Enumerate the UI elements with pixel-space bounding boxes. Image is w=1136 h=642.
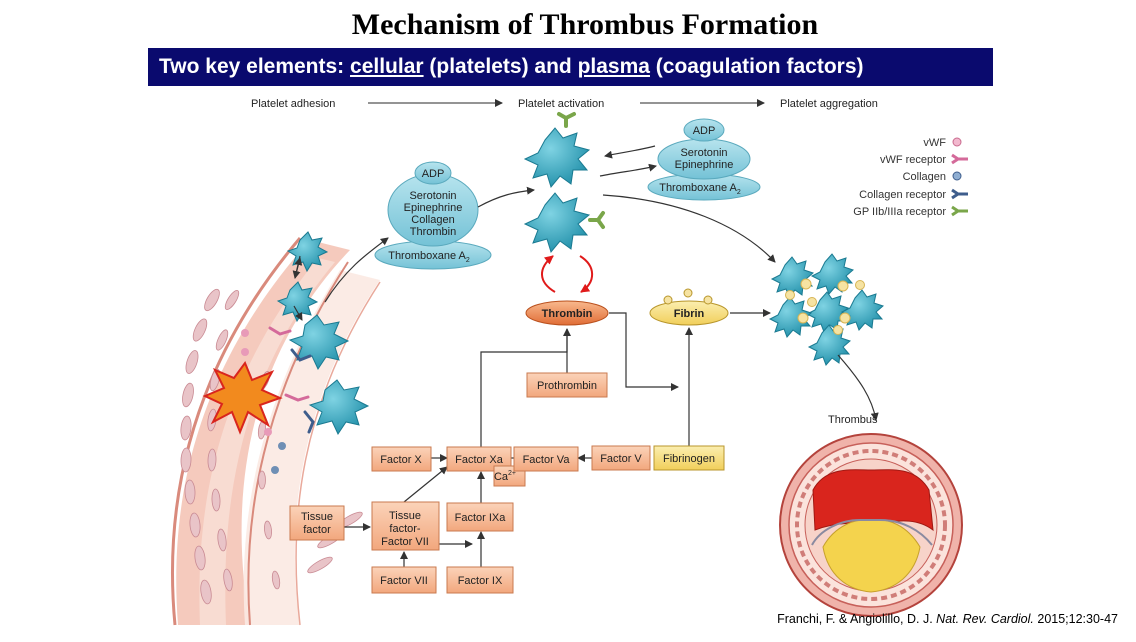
slide-title: Mechanism of Thrombus Formation — [351, 8, 819, 41]
thrombus-label: Thrombus — [828, 414, 878, 426]
svg-text:Fibrinogen: Fibrinogen — [663, 453, 715, 465]
svg-text:Tissue: Tissue — [389, 510, 421, 522]
mediator-left-thromboxane: Thromboxane A2 — [388, 250, 470, 264]
stage-activation: Platelet activation — [518, 98, 604, 110]
coagulation-factors: Prothrombin Factor X Factor Xa Ca2+ Fact… — [289, 372, 725, 594]
svg-text:Factor Va: Factor Va — [523, 454, 571, 466]
svg-text:Factor IX: Factor IX — [458, 575, 503, 587]
vwf-receptor-icon — [951, 153, 968, 165]
tissue-factor-vii-box: Tissue factor- Factor VII — [371, 501, 440, 551]
legend-collagen-receptor: Collagen receptor — [859, 189, 946, 201]
svg-text:Factor VII: Factor VII — [380, 575, 428, 587]
mediator-right-serotonin: Serotonin — [680, 147, 727, 159]
thrombin-node: Thrombin — [525, 300, 609, 326]
factor-ixa-box: Factor IXa — [446, 502, 514, 532]
banner-term-cellular: cellular — [350, 55, 424, 78]
mediator-left-epinephrine: Epinephrine — [404, 202, 463, 214]
svg-text:Factor V: Factor V — [600, 453, 642, 465]
legend-collagen: Collagen — [903, 171, 946, 183]
legend-vwf: vWF — [923, 137, 946, 149]
banner-mid: (platelets) and — [423, 55, 578, 78]
fibrin-node: Fibrin — [649, 288, 729, 326]
mediator-left-adp: ADP — [422, 168, 445, 180]
fibrinogen-box: Fibrinogen — [653, 445, 725, 471]
svg-text:Factor Xa: Factor Xa — [455, 454, 504, 466]
vessel-injury-icon — [202, 360, 283, 435]
legend-gp-receptor: GP IIb/IIIa receptor — [853, 206, 946, 218]
svg-text:Factor IXa: Factor IXa — [455, 512, 507, 524]
svg-text:factor-: factor- — [389, 523, 421, 535]
citation-ref: 2015;12:30-47 — [1033, 612, 1118, 626]
stage-aggregation: Platelet aggregation — [780, 98, 878, 110]
factor-vii-box: Factor VII — [371, 566, 437, 594]
factor-va-box: Factor Va — [513, 446, 579, 472]
mediator-left-thrombin: Thrombin — [410, 226, 456, 238]
thrombus-vessel — [779, 433, 963, 617]
citation-journal: Nat. Rev. Cardiol. — [936, 612, 1034, 626]
mediator-left-collagen: Collagen — [411, 214, 454, 226]
collagen-receptor-icon — [951, 188, 968, 200]
thrombin-activation-arrows — [541, 255, 594, 293]
factor-v-box: Factor V — [591, 445, 651, 471]
legend-vwf-receptor: vWF receptor — [880, 154, 946, 166]
svg-text:Factor VII: Factor VII — [381, 536, 429, 548]
vwf-icon — [952, 137, 962, 147]
banner-suffix: (coagulation factors) — [649, 55, 864, 78]
factor-ix-box: Factor IX — [446, 566, 514, 594]
legend-icons — [951, 137, 968, 217]
stage-adhesion: Platelet adhesion — [251, 98, 335, 110]
gp-receptor-icon — [951, 205, 968, 217]
mediator-stack-left: ADP Serotonin Epinephrine Collagen Throm… — [374, 161, 492, 270]
svg-text:Ca2+: Ca2+ — [494, 470, 516, 483]
thrombin-label: Thrombin — [542, 308, 593, 320]
banner-prefix: Two key elements: — [159, 55, 351, 78]
legend: vWF vWF receptor Collagen Collagen recep… — [853, 137, 946, 218]
mediator-left-serotonin: Serotonin — [409, 190, 456, 202]
mediator-right-epinephrine: Epinephrine — [675, 159, 734, 171]
citation: Franchi, F. & Angiolillo, D. J. Nat. Rev… — [777, 612, 1118, 626]
stage-labels: Platelet adhesion Platelet activation Pl… — [251, 98, 878, 110]
cascade-connectors — [344, 312, 693, 567]
svg-text:Factor X: Factor X — [380, 454, 422, 466]
prothrombin-box: Prothrombin — [526, 372, 608, 398]
citation-authors: Franchi, F. & Angiolillo, D. J. — [777, 612, 937, 626]
mediator-right-thromboxane: Thromboxane A2 — [659, 182, 741, 196]
activated-platelets — [523, 127, 591, 254]
banner-term-plasma: plasma — [577, 55, 650, 78]
tissue-factor-box: Tissue factor — [289, 505, 345, 541]
key-elements-banner: Two key elements: cellular (platelets) a… — [148, 48, 993, 86]
svg-text:Tissue: Tissue — [301, 511, 333, 523]
adhering-platelets — [276, 231, 370, 436]
vessel-wall — [170, 237, 381, 626]
fibrin-label: Fibrin — [674, 308, 705, 320]
collagen-icon — [952, 171, 962, 181]
factor-x-box: Factor X — [371, 446, 432, 472]
aggregated-platelets — [768, 253, 884, 366]
svg-text:factor: factor — [303, 524, 331, 536]
mediator-stack-right: ADP Serotonin Epinephrine Thromboxane A2 — [647, 118, 761, 201]
mediator-right-adp: ADP — [693, 125, 716, 137]
svg-text:Prothrombin: Prothrombin — [537, 380, 597, 392]
